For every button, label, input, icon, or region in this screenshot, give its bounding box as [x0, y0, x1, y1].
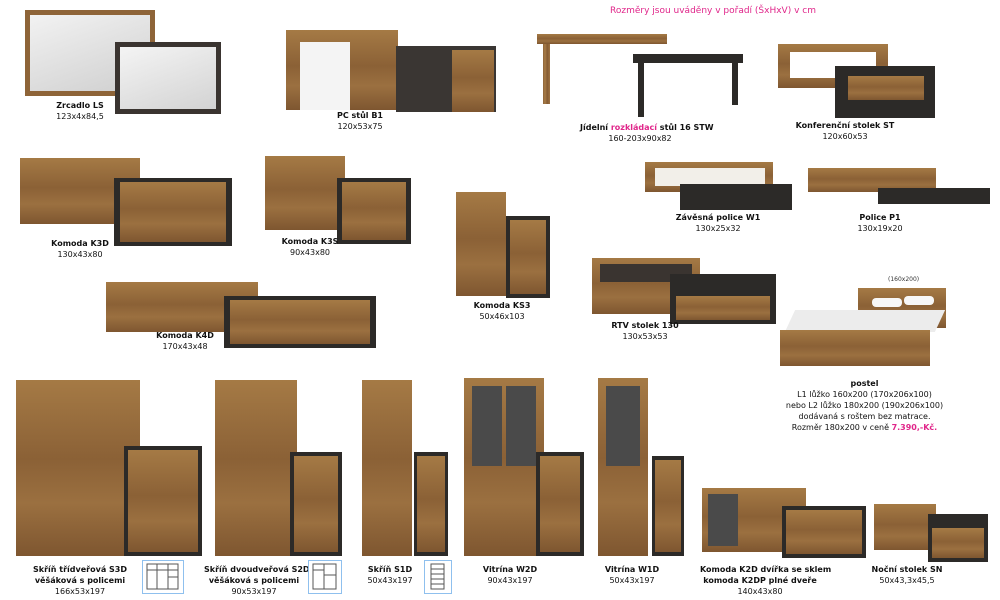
caption-bed: postel L1 lůžko 160x200 (170x206x100) ne… — [785, 379, 944, 432]
komoda-k3s-image-back — [265, 156, 345, 230]
skrin-s3d-image-back — [16, 380, 140, 556]
bed-mattress — [784, 310, 946, 332]
bed-top-note: (160x200) — [888, 276, 920, 283]
police-p1-image-front — [878, 188, 990, 204]
bed-frame — [780, 330, 930, 366]
bed-pillow-right — [904, 296, 934, 305]
dining-table-image-back — [537, 34, 667, 44]
skrin-s2d-image-back — [215, 380, 297, 556]
zavesna-police-image-front — [680, 184, 792, 210]
skrin-s3d-layout-icon — [142, 560, 184, 594]
header-note: Rozměry jsou uváděny v pořadí (ŠxHxV) v … — [610, 6, 816, 16]
skrin-s1d-layout-icon — [424, 560, 452, 594]
nocni-stolek-image-back — [874, 504, 936, 550]
skrin-s2d-layout-icon — [308, 560, 342, 594]
dining-table-image-front — [633, 54, 743, 63]
skrin-s1d-image-back — [362, 380, 412, 556]
bed-pillow-left — [872, 298, 902, 307]
mirror-image-front — [115, 42, 221, 114]
komoda-ks3-image-back — [456, 192, 506, 296]
